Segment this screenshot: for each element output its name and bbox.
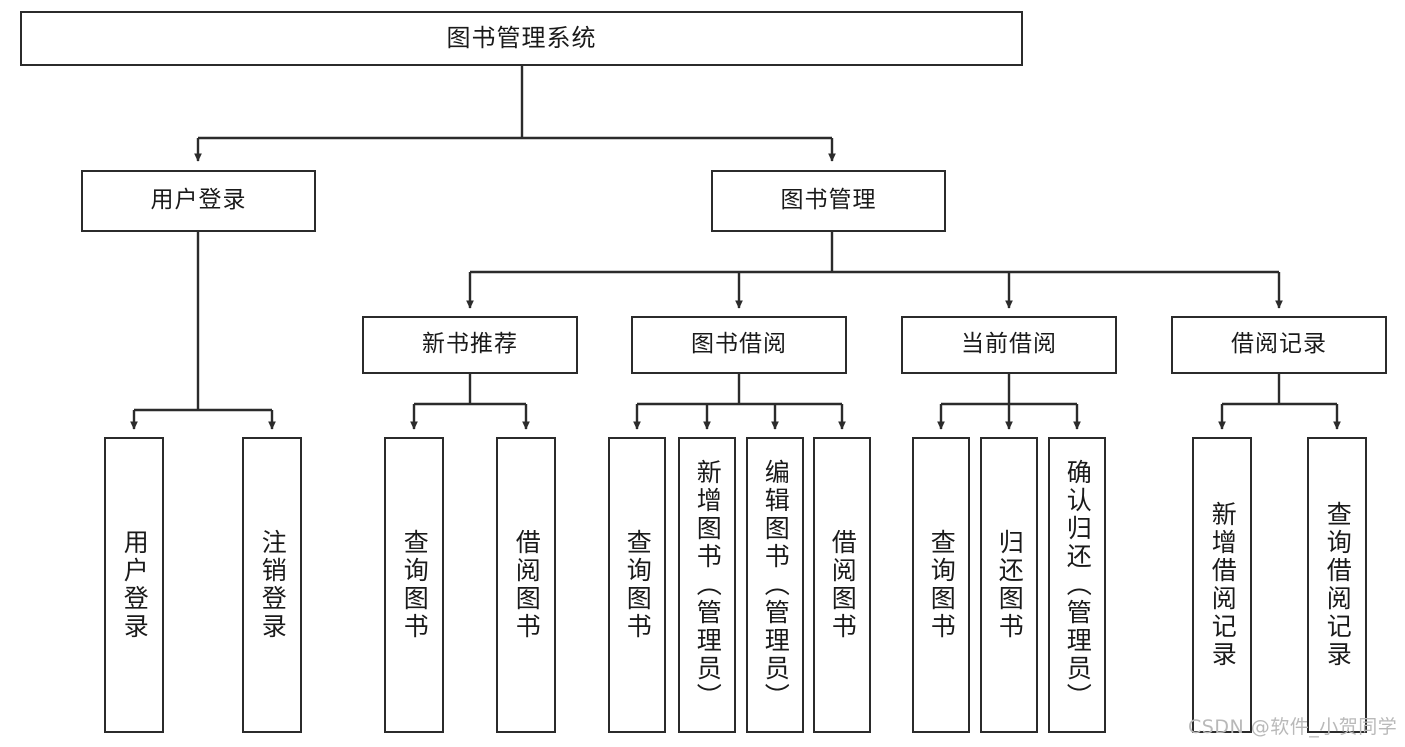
node-book-manage-label: 图书管理 xyxy=(780,187,877,214)
leaf-query-book-1[interactable]: 查询图书 xyxy=(384,437,444,733)
leaf-return-book[interactable]: 归还图书 xyxy=(980,437,1038,733)
leaf-borrow-book-1[interactable]: 借阅图书 xyxy=(496,437,556,733)
node-user-login-label: 用户登录 xyxy=(150,187,247,214)
leaf-add-book[interactable]: 新增图书（管理员） xyxy=(678,437,736,733)
leaf-confirm-return-label: 确认归还（管理员） xyxy=(1063,459,1093,711)
csdn-watermark: CSDN @软件_小贺同学 xyxy=(1188,716,1398,738)
node-current-borrow-label: 当前借阅 xyxy=(961,331,1057,358)
leaf-query-record-label: 查询借阅记录 xyxy=(1323,501,1353,669)
leaf-edit-book-label: 编辑图书（管理员） xyxy=(761,459,791,711)
node-new-book-recommend-label: 新书推荐 xyxy=(422,331,518,358)
leaf-user-login[interactable]: 用户登录 xyxy=(104,437,164,733)
node-book-borrow-label: 图书借阅 xyxy=(691,331,787,358)
leaf-borrow-book-2[interactable]: 借阅图书 xyxy=(813,437,871,733)
node-book-manage[interactable]: 图书管理 xyxy=(711,170,946,232)
leaf-borrow-book-2-label: 借阅图书 xyxy=(828,529,858,641)
leaf-user-login-label: 用户登录 xyxy=(120,529,150,641)
node-user-login[interactable]: 用户登录 xyxy=(81,170,316,232)
leaf-query-book-2-label: 查询图书 xyxy=(623,529,653,641)
node-root[interactable]: 图书管理系统 xyxy=(20,11,1023,66)
node-borrow-record-label: 借阅记录 xyxy=(1231,331,1327,358)
leaf-query-book-3[interactable]: 查询图书 xyxy=(912,437,970,733)
leaf-query-record[interactable]: 查询借阅记录 xyxy=(1307,437,1367,733)
leaf-query-book-3-label: 查询图书 xyxy=(927,529,957,641)
leaf-add-record[interactable]: 新增借阅记录 xyxy=(1192,437,1252,733)
leaf-edit-book[interactable]: 编辑图书（管理员） xyxy=(746,437,804,733)
node-root-label: 图书管理系统 xyxy=(446,24,597,53)
node-borrow-record[interactable]: 借阅记录 xyxy=(1171,316,1387,374)
leaf-confirm-return[interactable]: 确认归还（管理员） xyxy=(1048,437,1106,733)
leaf-borrow-book-1-label: 借阅图书 xyxy=(512,529,542,641)
leaf-query-book-2[interactable]: 查询图书 xyxy=(608,437,666,733)
leaf-return-book-label: 归还图书 xyxy=(995,529,1025,641)
leaf-logout-label: 注销登录 xyxy=(258,529,288,641)
leaf-add-record-label: 新增借阅记录 xyxy=(1208,501,1238,669)
leaf-logout[interactable]: 注销登录 xyxy=(242,437,302,733)
node-current-borrow[interactable]: 当前借阅 xyxy=(901,316,1117,374)
node-new-book-recommend[interactable]: 新书推荐 xyxy=(362,316,578,374)
node-book-borrow[interactable]: 图书借阅 xyxy=(631,316,847,374)
leaf-add-book-label: 新增图书（管理员） xyxy=(693,459,723,711)
leaf-query-book-1-label: 查询图书 xyxy=(400,529,430,641)
